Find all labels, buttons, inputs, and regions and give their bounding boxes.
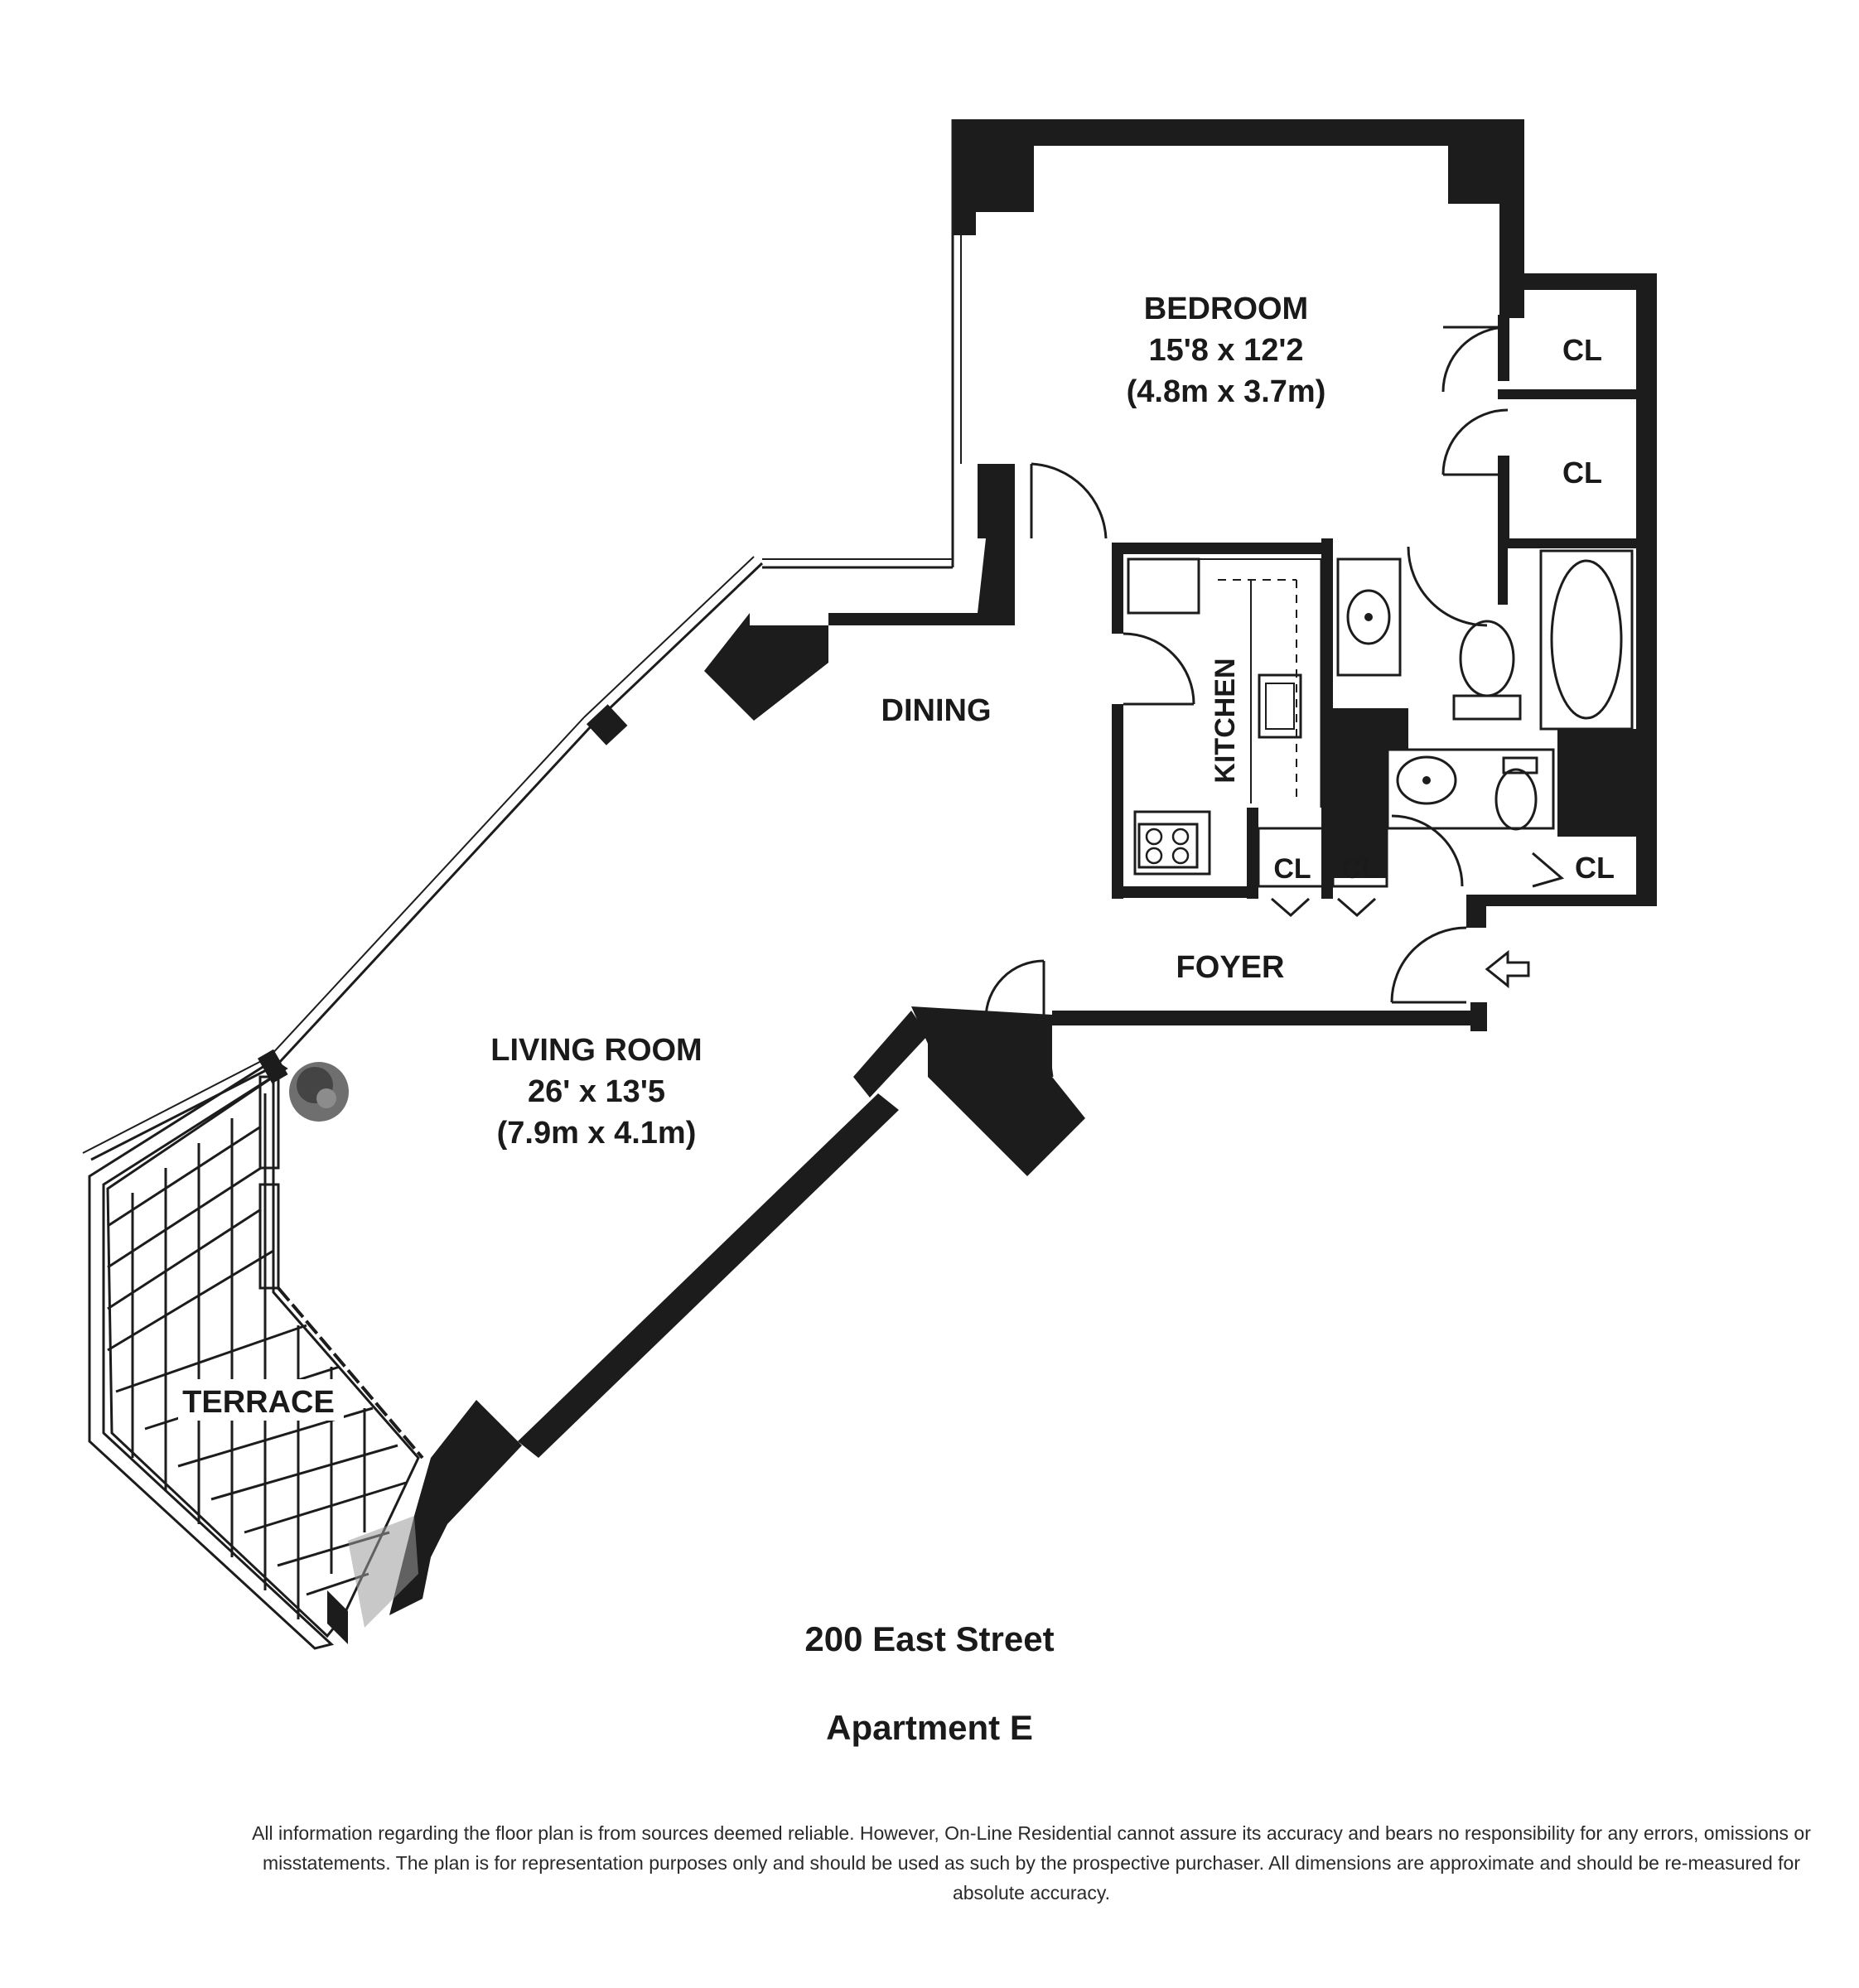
closet-label: CL: [1575, 851, 1615, 885]
terrace-corner-shading: [327, 1516, 418, 1644]
entry-arrow-icon: [1485, 949, 1530, 989]
terrace-name: TERRACE: [182, 1385, 335, 1420]
terrace-tiles: [107, 1093, 407, 1619]
plant-icon: [289, 1062, 349, 1122]
kitchen-walls: [1112, 543, 1333, 899]
living-window-wall: [82, 556, 953, 1161]
foyer-walls: [1052, 1002, 1487, 1031]
entry-door[interactable]: [1390, 926, 1467, 1004]
closet-label: CL: [1562, 456, 1602, 490]
dining-name: DINING: [881, 693, 992, 728]
hall-closet-1[interactable]: [1257, 827, 1325, 918]
terrace: [88, 1049, 424, 1650]
bedroom-closet-lower[interactable]: [1441, 408, 1509, 476]
building-address: 200 East Street: [804, 1619, 1055, 1658]
powder-room: [1386, 748, 1555, 887]
foyer-name: FOYER: [1176, 950, 1285, 985]
kitchen-counters: [1127, 557, 1323, 876]
bathroom-walls: [1321, 538, 1657, 878]
bedroom-closet-upper[interactable]: [1441, 326, 1509, 393]
bedroom-window: [951, 119, 962, 567]
sink-icon: [1396, 755, 1457, 805]
living-room-size-imperial: 26' x 13'5: [528, 1074, 665, 1109]
bathtub-icon: [1539, 549, 1634, 731]
foyer-closet-right[interactable]: [1532, 852, 1565, 888]
bedroom-walls: [953, 119, 1657, 903]
kitchen-sink-icon: [1258, 673, 1302, 739]
living-room-size-metric: (7.9m x 4.1m): [497, 1116, 697, 1151]
stove-icon: [1137, 823, 1199, 869]
bedroom-size-imperial: 15'8 x 12'2: [1148, 333, 1303, 368]
living-room-name: LIVING ROOM: [490, 1033, 702, 1068]
closet-label: CL: [1273, 853, 1311, 885]
bedroom-door[interactable]: [1030, 462, 1108, 539]
closet-label: CL: [1341, 853, 1379, 885]
bathroom-door[interactable]: [1407, 546, 1488, 627]
dining-column: [704, 538, 1015, 721]
disclaimer-text: All information regarding the floor plan…: [252, 1822, 1811, 1904]
apartment-unit: Apartment E: [826, 1708, 1033, 1747]
closet-label: CL: [1562, 333, 1602, 367]
sink-icon: [1336, 557, 1402, 677]
bedroom-size-metric: (4.8m x 3.7m): [1127, 374, 1326, 409]
toilet-icon: [1494, 756, 1538, 831]
kitchen-name: KITCHEN: [1210, 658, 1241, 783]
kitchen-door[interactable]: [1123, 632, 1195, 706]
toilet-icon: [1452, 620, 1522, 721]
hall-closet-2[interactable]: [1331, 827, 1388, 918]
bedroom-name: BEDROOM: [1144, 292, 1308, 326]
living-south-wall: [389, 1006, 1085, 1615]
